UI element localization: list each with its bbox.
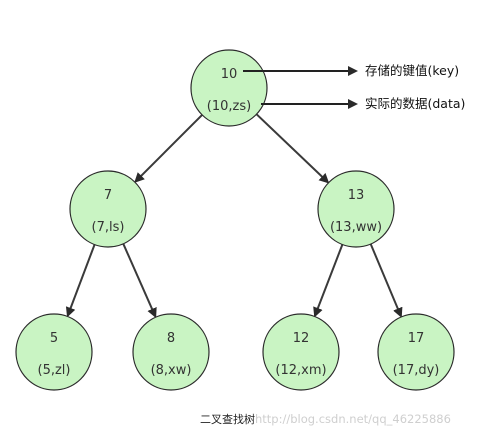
- node-data: (10,zs): [207, 99, 251, 114]
- edge-n13-n12: [313, 244, 344, 318]
- node-circle: [15, 313, 93, 391]
- node-key: 12: [293, 331, 310, 346]
- node-key: 8: [167, 331, 175, 346]
- tree-node-7: 7 (7,ls): [69, 170, 147, 248]
- key-annotation-label: 存储的键值(key): [365, 63, 459, 78]
- node-data: (17,dy): [393, 363, 440, 378]
- node-circle: [317, 170, 395, 248]
- node-data: (12,xm): [275, 363, 326, 378]
- node-circle: [377, 313, 455, 391]
- tree-node-13: 13 (13,ww): [317, 170, 395, 248]
- node-data: (8,xw): [151, 363, 192, 378]
- edge-n10-n7: [134, 114, 203, 183]
- node-key: 17: [408, 331, 425, 346]
- node-key: 5: [50, 331, 58, 346]
- edge-n13-n17: [369, 243, 403, 318]
- diagram-caption: 二叉查找树: [200, 412, 255, 426]
- node-data: (13,ww): [330, 220, 382, 235]
- node-data: (5,zl): [38, 363, 71, 378]
- node-key: 7: [104, 188, 112, 203]
- tree-edges: [65, 113, 403, 319]
- tree-nodes: 10 (10,zs) 7 (7,ls) 13 (13,ww) 5 (5,zl) 8 (8,xw) 1…: [15, 49, 455, 391]
- node-key: 13: [348, 188, 365, 203]
- data-annotation-label: 实际的数据(data): [365, 96, 465, 111]
- node-circle: [262, 313, 340, 391]
- watermark-text: http://blog.csdn.net/qq_46225886: [255, 412, 451, 426]
- edge-n7-n5: [65, 244, 96, 318]
- edge-n7-n8: [122, 243, 157, 319]
- node-key: 10: [221, 67, 238, 82]
- edge-n10-n13: [255, 113, 330, 184]
- node-circle: [190, 49, 268, 127]
- tree-node-8: 8 (8,xw): [132, 313, 210, 391]
- node-circle: [132, 313, 210, 391]
- tree-node-17: 17 (17,dy): [377, 313, 455, 391]
- annotations: 存储的键值(key) 实际的数据(data): [243, 63, 465, 111]
- tree-node-10: 10 (10,zs): [190, 49, 268, 127]
- tree-node-5: 5 (5,zl): [15, 313, 93, 391]
- tree-node-12: 12 (12,xm): [262, 313, 340, 391]
- node-circle: [69, 170, 147, 248]
- node-data: (7,ls): [92, 220, 125, 235]
